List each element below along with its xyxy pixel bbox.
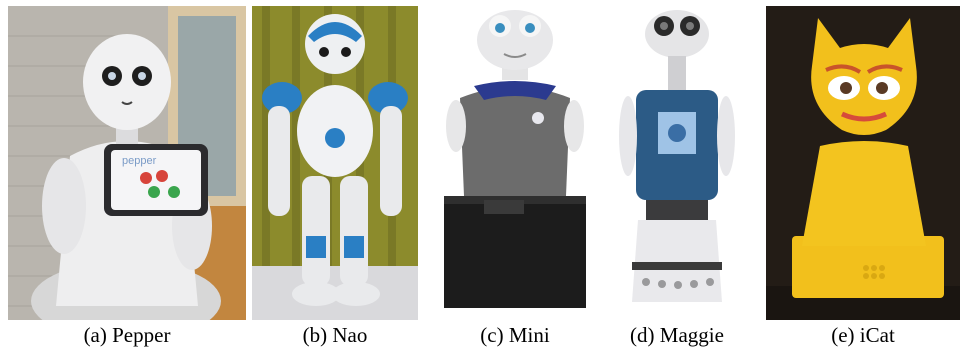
maggie-photo	[618, 6, 736, 320]
caption-maggie: (d) Maggie	[630, 323, 724, 347]
caption-pepper: (a) Pepper	[83, 323, 171, 347]
nao-photo	[252, 6, 418, 320]
mini-photo	[440, 6, 590, 320]
pepper-photo: pepper	[8, 6, 246, 320]
icat-photo	[766, 6, 960, 320]
caption-nao: (b) Nao	[302, 323, 368, 347]
pepper-tablet-text: pepper	[122, 155, 157, 167]
caption-mini: (c) Mini	[480, 323, 550, 347]
caption-icat: (e) iCat	[831, 323, 895, 347]
